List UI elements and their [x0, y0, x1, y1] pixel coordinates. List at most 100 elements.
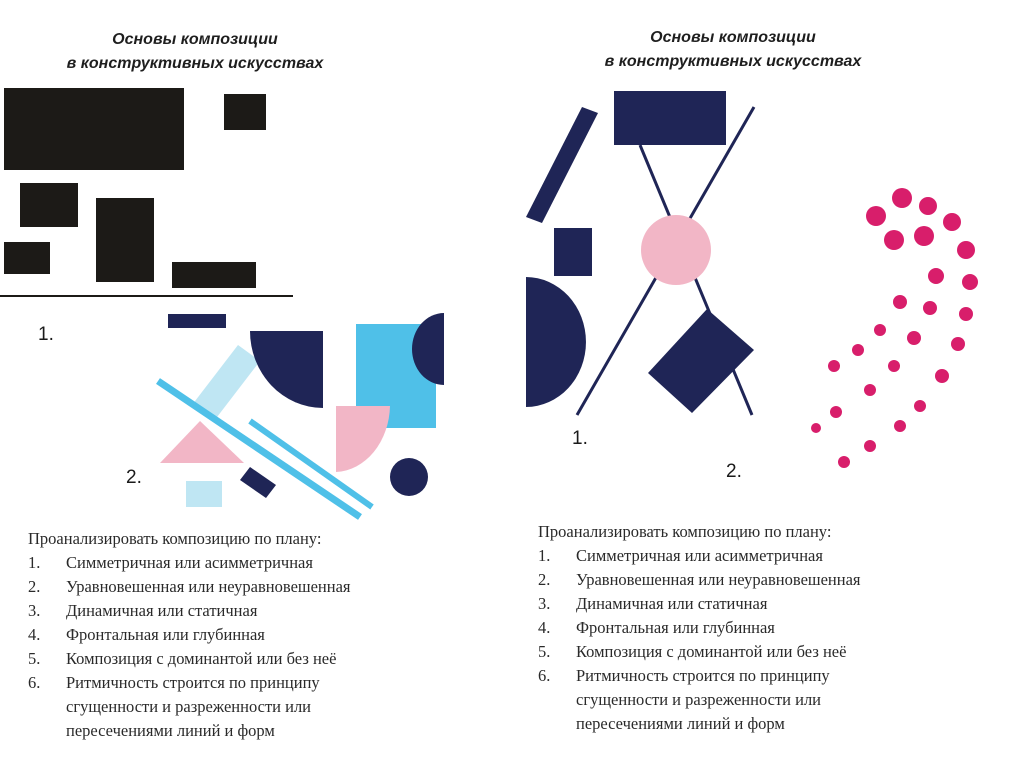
plan-item-text: Композиция с доминантой или без неё	[576, 642, 847, 661]
plan-list: 1.Симметричная или асимметричная 2. Уравн…	[28, 551, 448, 743]
flower-dot	[892, 188, 912, 208]
plan-item: 6. Ритмичность строится по принципу сгуще…	[28, 671, 448, 743]
plan-item-text: Фронтальная или глубинная	[66, 625, 265, 644]
navy-small-parallelogram	[240, 467, 276, 498]
black-rect-large	[4, 88, 184, 170]
flower-dot	[838, 456, 850, 468]
flower-dot	[928, 268, 944, 284]
flower-dot	[864, 440, 876, 452]
plan-item-text: Симметричная или асимметричная	[66, 553, 313, 572]
navy-quarter-circle	[250, 331, 323, 408]
plan-item: 4. Фронтальная или глубинная	[538, 616, 978, 640]
plan-item: 2. Уравновешенная или неуравновешенная	[28, 575, 448, 599]
plan-item-text: Уравновешенная или неуравновешенная	[576, 570, 861, 589]
pale-blue-parallelogram	[192, 345, 260, 421]
plan-item: 1.Симметричная или асимметричная	[28, 551, 448, 575]
pink-quarter-circle	[336, 406, 390, 472]
black-rect-bottom-left	[4, 242, 50, 274]
plan-item-text: Композиция с доминантой или без неё	[66, 649, 337, 668]
right-slide-title: Основы композиции в конструктивных искус…	[568, 26, 898, 74]
plan-item-text: Ритмичность строится по принципу сгущенн…	[576, 666, 830, 733]
plan-item-number: 4.	[538, 618, 551, 637]
colored-shapes-composition	[156, 313, 444, 520]
plan-list: 1. Симметричная или асимметричная 2. Уравн…	[538, 544, 978, 736]
black-rect-tall	[96, 198, 154, 282]
pale-blue-small-square	[186, 481, 222, 507]
pink-triangle	[160, 421, 244, 463]
black-rect-bottom-right	[172, 262, 256, 288]
plan-item: 3. Динамичная или статичная	[538, 592, 978, 616]
black-rectangles-composition	[0, 88, 293, 297]
black-rect-mid-left	[20, 183, 78, 227]
plan-item-number: 2.	[28, 577, 41, 596]
left-title-line1: Основы композиции	[112, 31, 278, 48]
flower-dot	[914, 226, 934, 246]
flower-dot	[888, 360, 900, 372]
navy-slanted-bar	[526, 107, 598, 223]
plan-item-number: 2.	[538, 570, 551, 589]
flower-dot	[959, 307, 973, 321]
flower-dot	[811, 423, 821, 433]
left-label-1: 1.	[38, 324, 54, 345]
plan-item-text: Симметричная или асимметричная	[576, 546, 823, 565]
plan-item-number: 5.	[28, 649, 41, 668]
plan-item: 2. Уравновешенная или неуравновешенная	[538, 568, 978, 592]
plan-item-number: 1.	[538, 546, 551, 565]
flower-dots	[811, 188, 978, 468]
flower-dot	[864, 384, 876, 396]
right-label-1: 1.	[572, 428, 588, 449]
plan-item-number: 3.	[28, 601, 41, 620]
magenta-flowers-composition	[811, 188, 978, 468]
plan-item: 4. Фронтальная или глубинная	[28, 623, 448, 647]
right-analysis-plan: Проанализировать композицию по плану: 1.…	[538, 520, 978, 736]
flower-dot	[919, 197, 937, 215]
plan-item-text: Динамичная или статичная	[576, 594, 768, 613]
flower-dot	[923, 301, 937, 315]
flower-dot	[874, 324, 886, 336]
plan-item-text: Фронтальная или глубинная	[576, 618, 775, 637]
plan-item: 5. Композиция с доминантой или без неё	[538, 640, 978, 664]
left-slide-title: Основы композиции в конструктивных искус…	[30, 28, 360, 76]
flower-dot	[962, 274, 978, 290]
flower-dot	[935, 369, 949, 383]
plan-item: 1. Симметричная или асимметричная	[538, 544, 978, 568]
navy-rect-top	[614, 91, 726, 145]
left-label-2: 2.	[126, 467, 142, 488]
flower-dot	[884, 230, 904, 250]
plan-intro: Проанализировать композицию по плану:	[538, 522, 832, 541]
plan-item-text: Ритмичность строится по принципу сгущенн…	[66, 673, 320, 740]
navy-half-disc	[526, 277, 586, 407]
left-analysis-plan: Проанализировать композицию по плану: 1.…	[28, 527, 448, 743]
navy-pink-composition	[526, 91, 756, 416]
right-title-line2: в конструктивных искусствах	[604, 53, 862, 70]
navy-half-circle	[412, 313, 444, 385]
light-blue-diagonal-short	[248, 418, 374, 510]
plan-item-number: 6.	[538, 666, 551, 685]
plan-item: 3. Динамичная или статичная	[28, 599, 448, 623]
flower-dot	[866, 206, 886, 226]
plan-intro: Проанализировать композицию по плану:	[28, 529, 322, 548]
plan-item-number: 6.	[28, 673, 41, 692]
flower-dot	[957, 241, 975, 259]
right-title-line1: Основы композиции	[650, 29, 816, 46]
flower-dot	[828, 360, 840, 372]
navy-circle	[390, 458, 428, 496]
flower-dot	[852, 344, 864, 356]
flower-dot	[914, 400, 926, 412]
plan-item-number: 3.	[538, 594, 551, 613]
plan-item-text: Динамичная или статичная	[66, 601, 258, 620]
flower-dot	[951, 337, 965, 351]
plan-item-number: 4.	[28, 625, 41, 644]
left-title-line2: в конструктивных искусствах	[66, 55, 324, 72]
flower-dot	[943, 213, 961, 231]
pink-circle	[641, 215, 711, 285]
plan-item: 5. Композиция с доминантой или без неё	[28, 647, 448, 671]
navy-bar-top	[168, 314, 226, 328]
plan-item-text: Уравновешенная или неуравновешенная	[66, 577, 351, 596]
navy-rotated-rect	[648, 309, 754, 413]
flower-dot	[907, 331, 921, 345]
plan-item-number: 5.	[538, 642, 551, 661]
light-blue-diagonal-long	[156, 378, 362, 520]
flower-dot	[893, 295, 907, 309]
navy-small-square	[554, 228, 592, 276]
